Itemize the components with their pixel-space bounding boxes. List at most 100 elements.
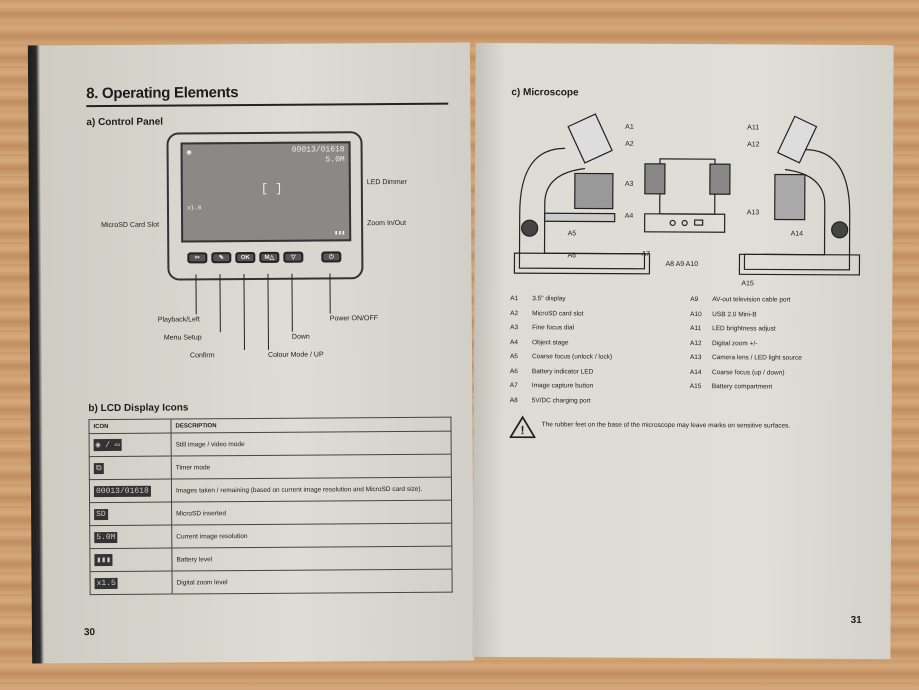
table-row: ◉ / ▭Still image / video mode: [89, 431, 452, 457]
label-a5: A5: [567, 230, 577, 238]
legend-item: A9 AV-out television cable port: [690, 296, 790, 304]
heading-rule: [86, 102, 449, 108]
legend-item: A7 Image capture button: [510, 382, 593, 389]
callout-down: Down: [291, 333, 310, 341]
legend-key: A13: [689, 354, 702, 362]
camera-icon: ◉: [186, 148, 192, 158]
ok-button: OK: [235, 251, 256, 264]
playback-button: ✂: [187, 252, 208, 264]
warning-icon: !: [509, 415, 536, 439]
callout-led-dimmer: LED Dimmer: [366, 178, 407, 187]
control-panel-diagram: ◉ 00013/01618 5.0M [ ] x1.0 ▮▮▮ ✂ ✎ OK M…: [166, 131, 364, 281]
legend-key: A2: [510, 309, 519, 317]
label-a15: A15: [741, 280, 754, 288]
legend-key: A3: [510, 324, 519, 332]
label-a13: A13: [746, 209, 760, 217]
legend-key: A11: [690, 325, 702, 333]
section-control-panel: a) Control Panel: [86, 116, 164, 129]
resolution-icon: 5.0M: [94, 531, 118, 543]
legend-value: Digital zoom +/-: [712, 339, 758, 347]
focus-frame-icon: [ ]: [260, 181, 283, 196]
callout-playback: Playback/Left: [157, 316, 200, 324]
legend-value: LED brightness adjust: [712, 325, 776, 333]
table-row: ▮▮▮Battery level: [89, 546, 453, 572]
legend-item: A11 LED brightness adjust: [690, 325, 776, 332]
menu-button: ✎: [211, 252, 232, 264]
label-a14: A14: [790, 230, 804, 238]
callout-sd-slot: MicroSD Card Slot: [101, 221, 160, 230]
label-a4: A4: [624, 212, 634, 220]
lcd-zoom: x1.0: [186, 204, 202, 212]
legend-value: Fine focus dial: [532, 324, 575, 332]
lcd-screen: ◉ 00013/01618 5.0M [ ] x1.0 ▮▮▮: [180, 141, 352, 243]
callout-colour: Colour Mode / UP: [267, 351, 324, 359]
microscope-diagram: [513, 113, 861, 276]
power-button: ⏻: [321, 251, 342, 263]
down-button: ▽: [283, 251, 304, 263]
legend-value: Battery compartment: [711, 383, 773, 391]
label-a6: A6: [567, 252, 577, 260]
legend-item: A8 5V/DC charging port: [510, 397, 591, 404]
colour-mode-button: M△: [259, 251, 280, 263]
battery-icon: ▮▮▮: [94, 553, 113, 567]
battery-icon: ▮▮▮: [334, 229, 346, 237]
svg-text:!: !: [521, 423, 525, 437]
legend-item: A13 Camera lens / LED light source: [690, 354, 802, 362]
legend-key: A6: [509, 367, 518, 375]
legend-item: A10 USB 2.0 Mini-B: [690, 311, 756, 318]
page-number: 30: [83, 627, 96, 639]
legend-value: 3.5" display: [532, 295, 566, 303]
lcd-counter: 00013/01618: [291, 145, 345, 155]
legend-value: Camera lens / LED light source: [711, 354, 802, 362]
legend-value: AV-out television cable port: [712, 296, 791, 304]
label-a1: A1: [625, 123, 634, 131]
section-lcd-icons: b) LCD Display Icons: [88, 402, 189, 415]
col-icon: ICON: [88, 419, 172, 434]
zoom-icon: x1.5: [94, 577, 118, 589]
label-a3: A3: [624, 180, 634, 188]
legend-key: A14: [689, 368, 702, 376]
legend-value: 5V/DC charging port: [531, 396, 591, 405]
callout-zoom: Zoom In/Out: [367, 219, 407, 228]
sd-icon: SD: [94, 508, 108, 520]
legend-item: A14 Coarse focus (up / down): [690, 369, 785, 376]
page-number: 31: [850, 614, 862, 626]
callout-power: Power ON/OFF: [329, 315, 379, 323]
legend-key: A5: [509, 353, 518, 361]
legend-value: Coarse focus (up / down): [711, 368, 785, 377]
label-a11: A11: [747, 124, 760, 132]
label-a12: A12: [747, 141, 760, 149]
label-a2: A2: [625, 140, 634, 148]
legend-key: A7: [509, 382, 518, 390]
left-page: 8. Operating Elements a) Control Panel ◉…: [27, 42, 475, 664]
label-a7: A7: [641, 250, 651, 258]
legend-key: A1: [510, 295, 519, 303]
section-microscope: c) Microscope: [511, 87, 579, 99]
lcd-resolution: 5.0M: [325, 155, 345, 165]
callout-confirm: Confirm: [189, 352, 215, 360]
legend-item: A1 3.5" display: [510, 295, 565, 302]
legend-key: A9: [690, 296, 699, 304]
legend-item: A3 Fine focus dial: [510, 324, 574, 331]
legend-value: Object stage: [532, 338, 569, 346]
legend-value: USB 2.0 Mini-B: [712, 310, 757, 318]
callout-menu: Menu Setup: [163, 334, 202, 342]
legend-key: A8: [509, 396, 518, 404]
legend-item: A2 MicroSD card slot: [510, 310, 583, 317]
legend-value: MicroSD card slot: [532, 309, 584, 317]
legend-value: Coarse focus (unlock / lock): [531, 353, 613, 361]
table-row: ⧉Timer mode: [89, 454, 452, 480]
legend-key: A10: [690, 310, 702, 318]
legend-value: Image capture button: [531, 382, 594, 390]
